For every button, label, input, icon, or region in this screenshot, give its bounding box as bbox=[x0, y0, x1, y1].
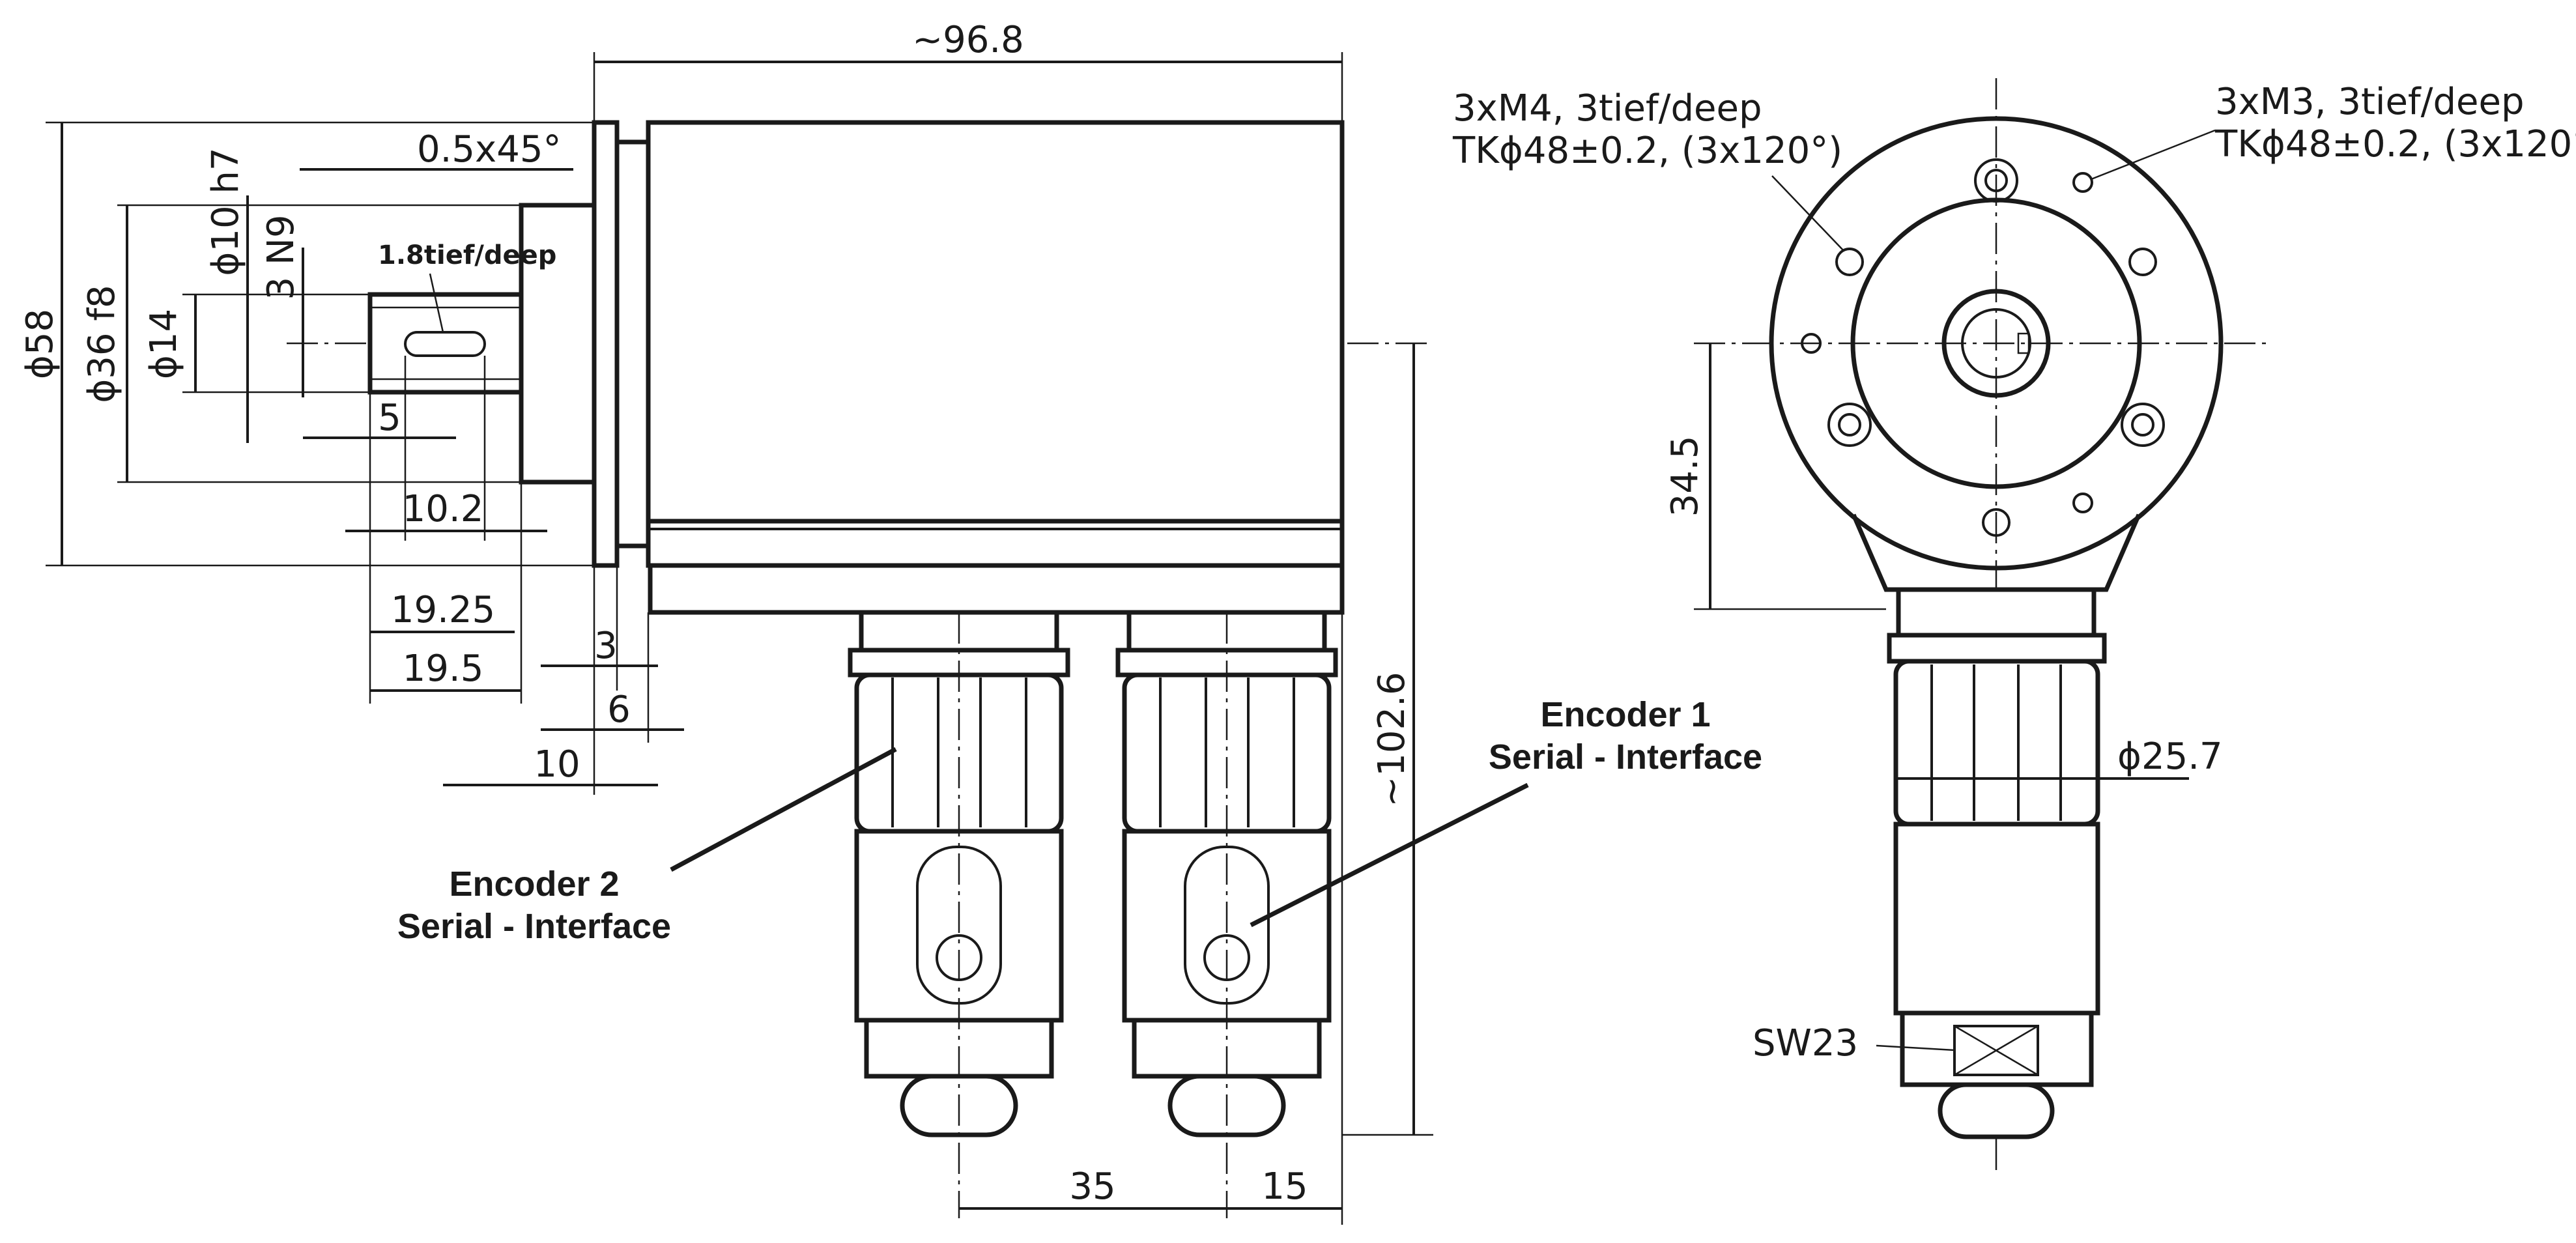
dim-housing-dia: ϕ58 bbox=[19, 309, 61, 379]
m3-thread-spec-line2: TKϕ48±0.2, (3x120°) bbox=[2214, 123, 2576, 165]
encoder-housing bbox=[646, 120, 1345, 568]
shaft bbox=[367, 292, 524, 395]
dim-shaft-len-a: 19.25 bbox=[391, 589, 495, 631]
flange-plate bbox=[592, 120, 620, 568]
dim-flange-thk2: 6 bbox=[607, 689, 631, 731]
callout-encoder-2-subtitle: Serial - Interface bbox=[397, 907, 671, 946]
dim-key-length: 10.2 bbox=[403, 488, 484, 530]
dim-flange-thk3: 10 bbox=[534, 743, 580, 786]
dim-center-height: 34.5 bbox=[1664, 436, 1706, 517]
key-slot bbox=[404, 331, 486, 357]
callout-encoder-1-subtitle: Serial - Interface bbox=[1489, 737, 1762, 777]
dim-flange-dia: ϕ36 f8 bbox=[81, 285, 123, 403]
dim-shaft-dia: ϕ10 h7 bbox=[205, 147, 247, 276]
dim-key-offset: 5 bbox=[378, 397, 401, 439]
m3-thread-spec-line1: 3xM3, 3tief/deep bbox=[2215, 81, 2525, 123]
flange-step bbox=[614, 139, 651, 549]
housing-base bbox=[648, 563, 1345, 615]
dim-connector-pitch: 35 bbox=[1069, 1165, 1115, 1208]
dim-key-width: 3 N9 bbox=[260, 215, 302, 300]
dim-length: ~96.8 bbox=[912, 19, 1024, 61]
callout-encoder-2-title: Encoder 2 bbox=[449, 864, 619, 904]
dim-shaft-len-b: 19.5 bbox=[403, 648, 484, 690]
m4-thread-spec-line2: TKϕ48±0.2, (3x120°) bbox=[1452, 130, 1842, 172]
dim-flange-thk: 3 bbox=[594, 625, 618, 667]
m3-thread-holes bbox=[1801, 172, 2157, 537]
m4-thread-holes bbox=[1827, 158, 2165, 447]
dim-key-depth: 1.8tief/deep bbox=[378, 240, 556, 270]
front-view: 3xM4, 3tief/deep TKϕ48±0.2, (3x120°) 3xM… bbox=[1452, 78, 2576, 1173]
wrench-size-label: SW23 bbox=[1753, 1022, 1858, 1064]
dim-connector-dia: ϕ25.7 bbox=[2117, 736, 2223, 778]
dim-connector-edge: 15 bbox=[1261, 1165, 1308, 1208]
dim-height: ~102.6 bbox=[1371, 672, 1413, 807]
dim-chamfer: 0.5x45° bbox=[417, 128, 561, 171]
dim-key-dia: ϕ14 bbox=[143, 309, 185, 379]
m4-thread-spec-line1: 3xM4, 3tief/deep bbox=[1453, 87, 1762, 130]
side-view: ~96.8 ϕ58 ϕ36 f8 ϕ14 ϕ10 h7 3 N9 0.5x45°… bbox=[19, 19, 1762, 1225]
callout-encoder-1-title: Encoder 1 bbox=[1540, 695, 1710, 734]
